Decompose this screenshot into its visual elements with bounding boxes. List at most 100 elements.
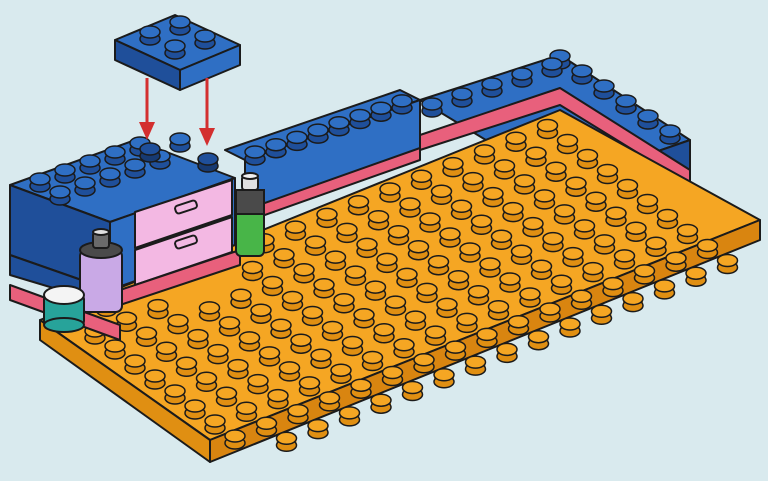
- stud: [117, 312, 137, 324]
- stud: [346, 266, 366, 278]
- stud: [271, 319, 291, 331]
- stud: [586, 192, 606, 204]
- stud: [466, 356, 486, 368]
- stud: [288, 405, 308, 417]
- stud: [503, 203, 523, 215]
- stud: [400, 198, 420, 210]
- stud: [635, 265, 655, 277]
- stud: [446, 341, 466, 353]
- stud: [606, 207, 626, 219]
- stud: [718, 255, 738, 267]
- stud: [266, 139, 286, 151]
- stud: [311, 349, 331, 361]
- stud: [482, 78, 502, 90]
- stud: [543, 233, 563, 245]
- stud: [369, 211, 389, 223]
- stud: [409, 241, 429, 253]
- stud: [535, 190, 555, 202]
- stud: [291, 334, 311, 346]
- stud: [412, 170, 432, 182]
- stud: [492, 230, 512, 242]
- stud: [623, 293, 643, 305]
- stud: [329, 117, 349, 129]
- stud: [248, 375, 268, 387]
- stud: [440, 228, 460, 240]
- stud: [457, 313, 477, 325]
- stud: [125, 159, 145, 171]
- stud: [392, 95, 412, 107]
- white-tin: [44, 286, 84, 332]
- stud: [443, 158, 463, 170]
- stud: [429, 256, 449, 268]
- stud: [563, 248, 583, 260]
- stud: [245, 146, 265, 158]
- stud: [197, 372, 217, 384]
- stud: [308, 124, 328, 136]
- stud: [340, 407, 360, 419]
- stud: [260, 347, 280, 359]
- stud: [389, 226, 409, 238]
- stud: [406, 311, 426, 323]
- stud: [583, 263, 603, 275]
- stud: [251, 304, 271, 316]
- stud: [320, 392, 340, 404]
- stud: [263, 277, 283, 289]
- stud: [306, 236, 326, 248]
- stud: [165, 385, 185, 397]
- stud: [552, 275, 572, 287]
- stud: [598, 165, 618, 177]
- stud: [660, 125, 680, 137]
- stud: [572, 65, 592, 77]
- stud: [208, 345, 228, 357]
- stud: [294, 264, 314, 276]
- stud: [566, 177, 586, 189]
- stud: [480, 258, 500, 270]
- stud: [231, 289, 251, 301]
- stud: [386, 296, 406, 308]
- stud: [555, 205, 575, 217]
- stud: [280, 362, 300, 374]
- stud: [618, 180, 638, 192]
- stud: [526, 147, 546, 159]
- stud: [274, 249, 294, 261]
- stud: [420, 213, 440, 225]
- stud: [170, 133, 190, 145]
- stud: [366, 281, 386, 293]
- stud: [437, 298, 457, 310]
- stud: [220, 317, 240, 329]
- stud: [75, 177, 95, 189]
- stud: [350, 110, 370, 122]
- stud: [594, 80, 614, 92]
- stud: [529, 331, 549, 343]
- stud: [257, 417, 277, 429]
- stud: [578, 150, 598, 162]
- stud: [532, 260, 552, 272]
- stud: [283, 292, 303, 304]
- stud: [397, 268, 417, 280]
- stud: [286, 221, 306, 233]
- stud: [495, 160, 515, 172]
- stud: [698, 240, 718, 252]
- stud: [540, 303, 560, 315]
- stud: [666, 252, 686, 264]
- stud: [678, 225, 698, 237]
- stud: [475, 145, 495, 157]
- stud: [354, 309, 374, 321]
- stud: [331, 364, 351, 376]
- stud: [50, 186, 70, 198]
- stud: [140, 143, 160, 155]
- stud: [205, 415, 225, 427]
- stud: [228, 360, 248, 372]
- stud: [185, 400, 205, 412]
- stud: [308, 420, 328, 432]
- stud: [497, 343, 517, 355]
- stud: [542, 58, 562, 70]
- stud: [403, 382, 423, 394]
- stud: [177, 357, 197, 369]
- stud: [168, 315, 188, 327]
- stud: [198, 153, 218, 165]
- stud: [188, 330, 208, 342]
- stud: [357, 238, 377, 250]
- stud: [55, 164, 75, 176]
